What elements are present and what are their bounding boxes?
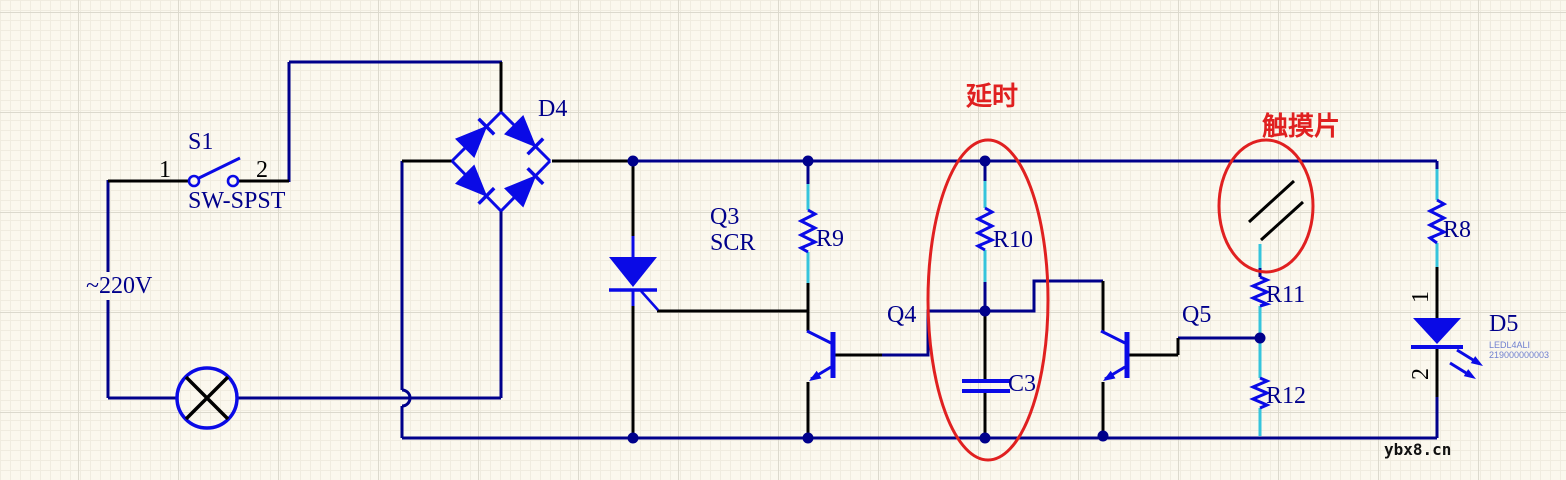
- q5-emitter-arrow: [1103, 370, 1116, 381]
- bridge-diode-bottom-right: [504, 167, 545, 208]
- resistor-r11-label: R11: [1266, 282, 1306, 308]
- touch-pad-annotation-label: 触摸片: [1262, 112, 1341, 142]
- led-d5-symbol: [1411, 318, 1483, 379]
- delay-annotation-label: 延时: [966, 82, 1019, 112]
- resistor-r8-label: R8: [1443, 217, 1472, 243]
- capacitor-c3-symbol: [962, 379, 1010, 393]
- watermark: ybx8.cn: [1384, 440, 1452, 459]
- led-pin2-label: 2: [1408, 368, 1434, 380]
- q4-emitter-arrow: [809, 370, 822, 381]
- scr-q3-symbol: [609, 236, 659, 311]
- bridge-ref-label: D4: [538, 96, 568, 122]
- scr-type-label: SCR: [710, 230, 756, 256]
- led-serial-label: 219000000003: [1489, 350, 1550, 360]
- resistor-r12-label: R12: [1266, 383, 1307, 409]
- transistor-q4-symbol: [806, 329, 836, 381]
- touch-highlight-ellipse: [1217, 138, 1315, 274]
- resistor-r11-symbol: [1249, 275, 1272, 308]
- scr-ref-label: Q3: [710, 204, 740, 230]
- delay-highlight-ellipse: [926, 138, 1050, 462]
- power-source-label: ~220V: [86, 273, 153, 299]
- bridge-diode-top-right: [504, 115, 545, 156]
- transistor-q5-symbol: [1100, 329, 1130, 381]
- switch-type-label: SW-SPST: [188, 188, 286, 214]
- resistor-r10-label: R10: [993, 227, 1034, 253]
- junction-dots: [627, 155, 1266, 444]
- bridge-rectifier-d4-symbol: [450, 110, 552, 213]
- led-pin1-label: 1: [1408, 291, 1434, 303]
- capacitor-c3-label: C3: [1008, 371, 1037, 397]
- switch-s1-symbol: [187, 156, 241, 188]
- bridge-diode-bottom-left: [455, 164, 496, 205]
- led-part-label: LEDL4ALI: [1489, 340, 1531, 350]
- touch-plate-symbol: [1247, 179, 1305, 242]
- transistor-q5-label: Q5: [1182, 302, 1212, 328]
- wires-cyan-highlight: [806, 169, 1439, 436]
- bridge-diode-top-left: [455, 117, 496, 158]
- resistor-r8-symbol: [1426, 198, 1448, 245]
- wires-navy: [106, 60, 1439, 440]
- transistor-q4-label: Q4: [887, 302, 917, 328]
- resistor-r10-symbol: [974, 206, 996, 252]
- switch-ref-label: S1: [188, 129, 214, 155]
- led-emission-arrows: [1449, 348, 1483, 379]
- wire-hop: [401, 388, 412, 408]
- led-ref-label: D5: [1489, 311, 1519, 337]
- resistor-r9-symbol: [797, 208, 819, 254]
- wires-black: [108, 62, 1439, 437]
- resistor-r9-label: R9: [816, 226, 845, 252]
- switch-pin2-label: 2: [256, 157, 268, 183]
- scr-gate-lead: [640, 290, 659, 311]
- lamp-symbol: [175, 366, 239, 430]
- switch-pin1-label: 1: [159, 157, 171, 183]
- resistor-r12-symbol: [1249, 376, 1271, 410]
